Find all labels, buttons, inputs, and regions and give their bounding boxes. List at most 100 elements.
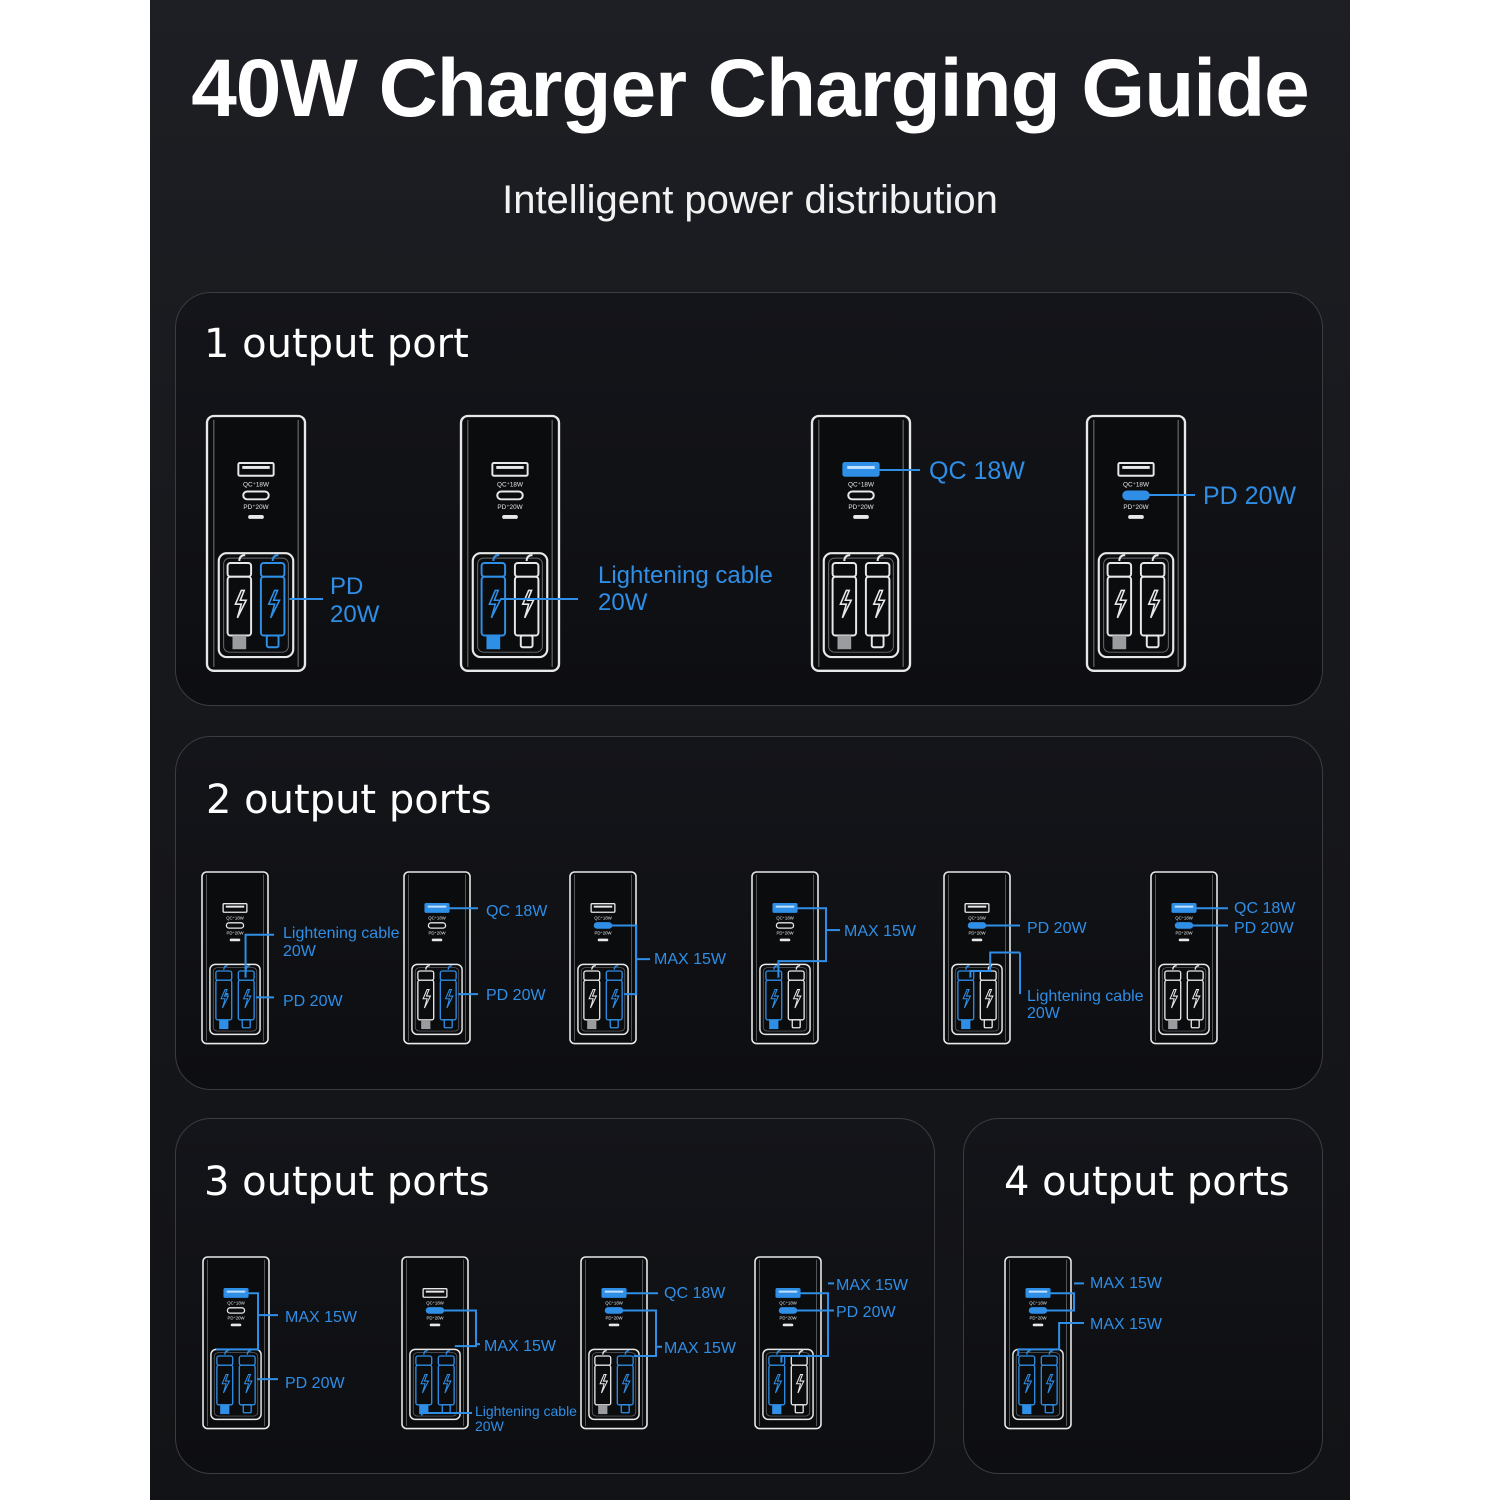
usb-a-port (222, 903, 248, 913)
leader-line (420, 1412, 472, 1416)
leader-line (780, 1292, 829, 1363)
usb-c-tip (519, 634, 534, 649)
usb-c-tip (794, 1404, 804, 1414)
pd-marking: PD⁺20W (227, 1316, 245, 1321)
cable-body (216, 1364, 234, 1406)
cable-head (1106, 562, 1133, 578)
bolt-icon (610, 988, 620, 1009)
power-label: PD 20W (1027, 920, 1087, 937)
cable-loop (613, 965, 619, 970)
bolt-icon (773, 1373, 783, 1394)
cable-loop (1026, 1350, 1031, 1355)
power-label: MAX 15W (285, 1309, 358, 1326)
cable-loop (425, 965, 430, 970)
qc-marking: QC⁺18W (227, 1301, 245, 1306)
cable-loop (1172, 965, 1177, 970)
bolt-icon (1191, 988, 1201, 1009)
usb-a-contact (242, 465, 270, 469)
usb-a-contact (496, 465, 524, 469)
cable-loop (591, 965, 596, 970)
power-label: Lightening cable (1027, 988, 1144, 1005)
cable-loop (965, 965, 970, 970)
lightning-cable (417, 965, 435, 1030)
indicator-light (248, 514, 264, 519)
bolt-icon (1114, 589, 1128, 619)
usb-c-port (425, 1307, 445, 1314)
usb-c-cable (790, 1350, 808, 1414)
indicator-light (971, 938, 983, 942)
lightning-cable (1106, 554, 1133, 650)
cable-loop (876, 554, 884, 562)
cable-head (583, 970, 601, 981)
bolt-icon (1147, 589, 1161, 619)
cable-loop (1194, 965, 1200, 970)
qc-marking: QC⁺18W (426, 1301, 444, 1306)
lightning-tip (769, 1019, 779, 1030)
leader-line (244, 933, 274, 978)
usb-c-port (847, 490, 875, 501)
cable-head (616, 1355, 634, 1366)
power-label: 20W (598, 589, 648, 616)
indicator-light (608, 1323, 620, 1327)
lightning-cable (1164, 965, 1182, 1030)
cable-body (1139, 575, 1166, 637)
usb-c-tip (1145, 634, 1160, 649)
cable-bay-inner (1103, 557, 1169, 653)
cable-body (790, 1364, 808, 1406)
usb-a-contact (226, 1290, 246, 1293)
indicator-light (229, 938, 241, 942)
cable-loop (525, 554, 533, 562)
usb-c-cable (616, 1350, 634, 1414)
cable-loop (1118, 554, 1126, 562)
cable-body (831, 575, 858, 637)
usb-a-port (590, 903, 616, 913)
power-label: 20W (283, 943, 317, 960)
qc-marking: QC⁺18W (226, 916, 244, 921)
indicator-light (779, 938, 791, 942)
cable-body (957, 979, 975, 1021)
cable-loop (624, 1350, 630, 1355)
usb-c-tip (620, 1404, 630, 1414)
lightning-tip (1112, 635, 1127, 650)
qc-marking: QC⁺18W (428, 916, 446, 921)
cable-bay-inner (212, 967, 258, 1032)
lightning-cable (226, 554, 253, 650)
usb-a-contact (1028, 1290, 1048, 1293)
power-label: QC 18W (486, 903, 548, 920)
usb-a-port (491, 462, 529, 477)
usb-a-contact (1174, 905, 1194, 908)
usb-c-cable (979, 965, 997, 1029)
cable-bay-inner (765, 1352, 811, 1417)
cable-loop (423, 1350, 428, 1355)
cable-head (831, 562, 858, 578)
pd-marking: PD⁺20W (1175, 931, 1193, 936)
leader-line (1017, 1322, 1084, 1356)
usb-c-port (593, 922, 613, 929)
qc-marking: QC⁺18W (594, 916, 612, 921)
cable-bay-inner (762, 967, 808, 1032)
qc-marking: QC⁺18W (243, 482, 269, 489)
usb-c-port (967, 922, 987, 929)
bolt-icon (267, 589, 281, 619)
usb-a-contact (427, 905, 447, 908)
cable-loop (238, 554, 246, 562)
usb-c-tip (983, 1019, 993, 1029)
cable-bay-inner (580, 967, 626, 1032)
cable-head (415, 1355, 433, 1366)
lightning-cable (216, 1350, 234, 1415)
cable-loop (843, 554, 851, 562)
power-label: PD 20W (285, 1375, 345, 1392)
cable-head (238, 1355, 256, 1366)
usb-c-port (242, 490, 270, 501)
bolt-icon (1045, 1373, 1055, 1394)
bolt-icon (220, 988, 230, 1009)
